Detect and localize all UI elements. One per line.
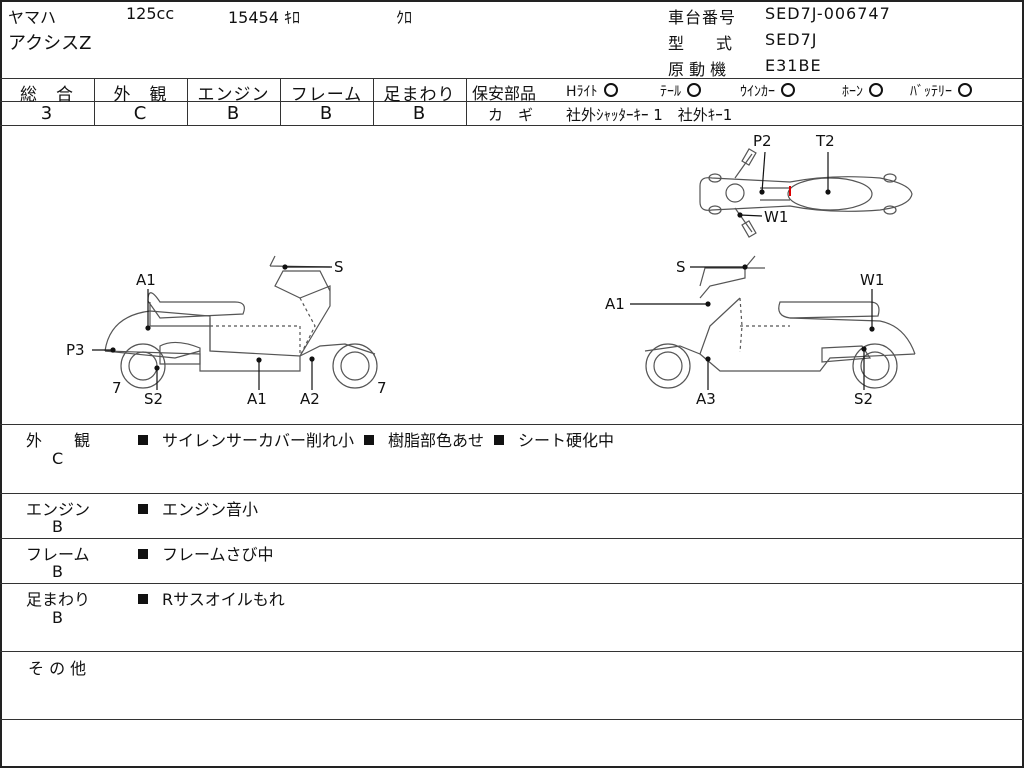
label-right-s2: S2 [854,390,873,408]
ok-circle-icon [603,83,618,97]
divider [0,125,1024,126]
divider [94,78,95,125]
bullet-square-icon [494,435,505,445]
grade-exterior-label: 外 観 [113,85,168,105]
key-value: 社外ｼｬｯﾀｰｷｰ 1 社外ｷｰ1 [566,106,733,124]
engine-value: E31BE [765,56,822,75]
note-suspension-category: 足まわり [26,590,91,609]
divider [373,78,374,125]
label-right-a3: A3 [696,390,716,408]
note-exterior-grade: C [52,449,64,468]
grade-suspension-label: 足まわり [383,85,456,105]
ok-circle-icon [958,83,973,97]
type-label: 型 式 [668,34,733,53]
note-frame-items: フレームさび中 [138,541,274,565]
grade-overall-label: 総 合 [20,85,74,105]
divider [466,101,1024,102]
maker: ヤマハ [8,8,57,27]
grade-frame-value: B [319,103,334,124]
safety-label: 保安部品 [472,84,537,103]
note-frame-category: フレーム [26,545,90,564]
divider [0,719,1024,720]
label-right-s: S [676,258,686,276]
divider [0,538,1024,539]
note-engine-grade: B [52,517,63,536]
ok-circle-icon [781,83,796,97]
grade-frame-label: フレーム [290,85,363,105]
type-value: SED7J [765,30,818,49]
divider [466,78,467,125]
label-left-a1-top: A1 [136,271,156,289]
ok-circle-icon [869,83,884,97]
note-other-category: そ の 他 [28,659,87,678]
right-side-view [644,255,916,389]
safety-item-battery: ﾊﾞｯﾃﾘｰ [910,81,973,101]
safety-item-winker: ｳｲﾝｶｰ [740,81,796,101]
note-suspension-items: Rサスオイルもれ [138,586,285,610]
divider [0,651,1024,652]
ok-circle-icon [687,83,702,97]
engine-label: 原 動 機 [668,60,727,79]
safety-item-tail: ﾃｰﾙ [660,81,702,101]
divider [0,493,1024,494]
label-right-w1: W1 [860,271,884,289]
label-left-p3: P3 [66,341,85,359]
safety-item-headlight: Hﾗｲﾄ [566,81,618,101]
divider [0,583,1024,584]
frame-no-label: 車台番号 [668,8,737,27]
bullet-square-icon [138,504,148,514]
label-left-7-front: 7 [112,379,122,397]
divider [280,78,281,125]
label-left-a2: A2 [300,390,320,408]
grade-engine-value: B [226,103,241,124]
divider [0,78,1024,79]
key-label: カ ギ [488,106,534,124]
color: ｸﾛ [396,8,413,27]
divider [187,78,188,125]
note-exterior-category: 外 観 [26,431,91,450]
frame-no: SED7J-006747 [765,4,891,23]
mileage: 15454 ｷﾛ [228,8,300,27]
safety-item-horn: ﾎｰﾝ [842,81,884,101]
label-left-s: S [334,258,344,276]
note-engine-items: エンジン音小 [138,496,258,520]
label-top-w1: W1 [764,208,788,226]
displacement: 125cc [126,4,175,23]
note-exterior-items: サイレンサーカバー削れ小樹脂部色あせシート硬化中 [138,427,614,451]
bullet-square-icon [138,549,148,559]
note-suspension-grade: B [52,608,63,627]
scooter-diagram: P2 T2 W1 A1 S P3 7 S2 A1 A2 7 S W1 A1 A3… [66,132,916,408]
label-left-a1-bottom: A1 [247,390,267,408]
top-view [699,148,913,238]
bullet-square-icon [138,594,148,604]
label-right-a1: A1 [605,295,625,313]
bullet-square-icon [364,435,375,445]
grade-exterior-value: C [133,103,148,124]
label-left-7-rear: 7 [377,379,387,397]
label-left-s2: S2 [144,390,163,408]
left-side-view [104,255,378,389]
divider [0,424,1024,425]
note-engine-category: エンジン [26,500,91,519]
bullet-square-icon [138,435,148,445]
grade-suspension-value: B [412,103,427,124]
grade-overall-value: 3 [40,103,54,124]
label-top-p2: P2 [753,132,772,150]
label-top-t2: T2 [815,132,835,150]
note-frame-grade: B [52,562,63,581]
divider [0,101,466,102]
grade-engine-label: エンジン [197,85,270,105]
model-name: アクシスZ [8,33,92,54]
